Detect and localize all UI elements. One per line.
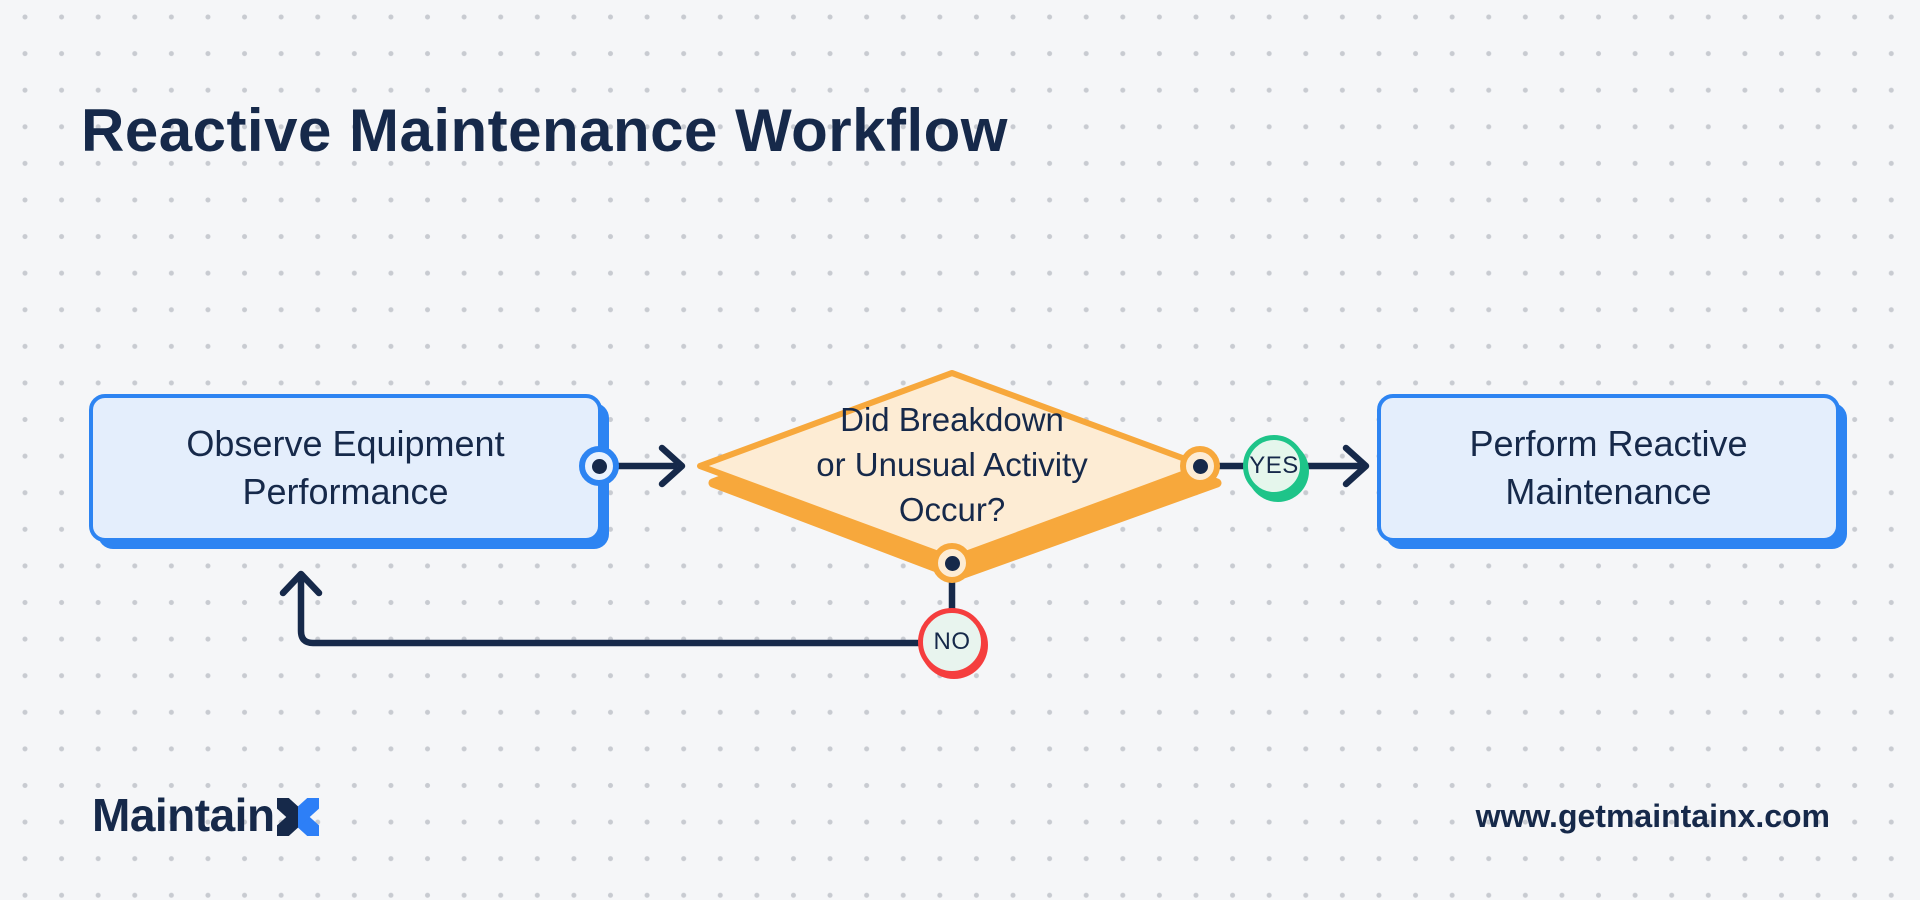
arrowhead-no-loopback — [279, 570, 323, 597]
arrowhead-start-to-decision — [658, 444, 686, 488]
node-decision-line2: or Unusual Activity — [816, 445, 1088, 483]
maintainx-logo: Maintain — [92, 788, 319, 842]
node-perform-line1: Perform Reactive — [1469, 423, 1748, 465]
node-perform-maintenance: Perform Reactive Maintenance — [1377, 394, 1840, 542]
yes-badge: YES — [1243, 435, 1305, 497]
line-no-loopback — [297, 573, 924, 647]
website-url: www.getmaintainx.com — [1475, 798, 1830, 834]
connector-pin-icon — [1192, 458, 1208, 474]
node-observe-line1: Observe Equipment — [186, 423, 505, 465]
node-decision-line3: Occur? — [898, 490, 1006, 528]
node-decision-line1: Did Breakdown — [840, 401, 1064, 438]
connector-dot-decision-right — [1180, 446, 1220, 486]
brand-x-icon — [276, 798, 319, 836]
connector-pin-icon — [591, 458, 607, 474]
connector-pin-icon — [944, 555, 960, 571]
node-perform-label: Perform Reactive Maintenance — [1469, 420, 1747, 515]
brand-wordmark: Maintain — [92, 789, 275, 841]
node-perform-line2: Maintenance — [1505, 471, 1712, 512]
node-observe-line2: Performance — [242, 471, 449, 512]
connector-dot-decision-bottom — [932, 543, 972, 583]
node-observe-label: Observe Equipment Performance — [186, 420, 504, 515]
no-badge: NO — [918, 608, 986, 676]
connector-dot-start — [579, 446, 619, 486]
arrowhead-yes-to-end — [1342, 444, 1370, 488]
node-decision-label: Did Breakdown or Unusual Activity Occur? — [752, 398, 1152, 533]
node-observe-equipment: Observe Equipment Performance — [89, 394, 602, 542]
page-title: Reactive Maintenance Workflow — [81, 97, 1008, 165]
